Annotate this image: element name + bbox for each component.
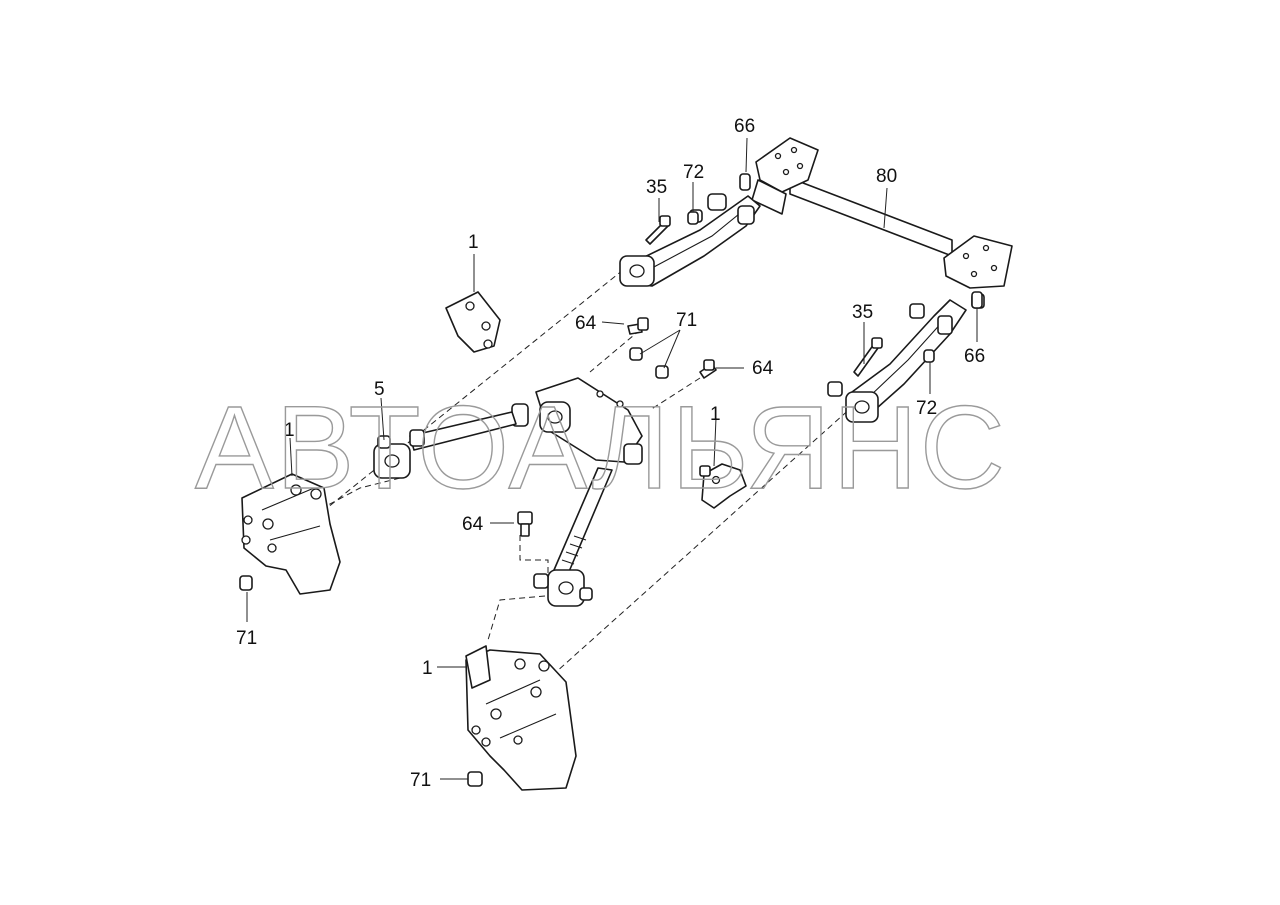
callout-66: 66 <box>964 346 985 367</box>
cross-beam <box>789 177 953 257</box>
v-rod-center-bracket <box>511 377 643 465</box>
callout-71: 71 <box>236 628 257 649</box>
bolts-35 <box>645 215 883 377</box>
upper-control-arm-left <box>619 193 761 287</box>
assembly-dashed-lines <box>299 269 863 691</box>
torque-rod-diagonal <box>533 467 613 607</box>
watermark-text: АВТОАЛЬЯНС <box>195 382 1007 514</box>
callout-72: 72 <box>683 162 704 183</box>
frame-bracket-lower <box>465 645 577 791</box>
mount-plate-front <box>943 235 1013 289</box>
upper-control-arm-right <box>827 293 985 423</box>
callout-35: 35 <box>646 177 667 198</box>
bracket-body <box>465 649 577 791</box>
callout-71: 71 <box>676 310 697 331</box>
callout-labels: 66 72 35 80 1 64 71 64 35 66 72 5 1 1 64… <box>236 116 985 791</box>
bracket-small-upper <box>445 291 501 353</box>
bracket-small-right <box>699 463 747 509</box>
callout-64: 64 <box>752 358 774 379</box>
callout-64: 64 <box>575 313 597 334</box>
callout-1: 1 <box>422 658 433 679</box>
callout-35: 35 <box>852 302 873 323</box>
cross-beam-assembly <box>751 137 1013 289</box>
bolt-64-lower <box>517 511 533 537</box>
callout-1: 1 <box>468 232 479 253</box>
torque-rod-left <box>373 411 517 479</box>
callout-72: 72 <box>916 398 937 419</box>
frame-bracket-left <box>239 473 341 595</box>
hardware-72-66 <box>687 173 983 363</box>
hardware-center <box>627 317 717 379</box>
callout-5: 5 <box>374 379 385 400</box>
leader-lines <box>246 137 978 780</box>
callout-1: 1 <box>284 420 295 441</box>
callout-66: 66 <box>734 116 755 137</box>
mount-plate-rear <box>755 137 819 193</box>
callout-71: 71 <box>410 770 431 791</box>
callout-80: 80 <box>876 166 897 187</box>
callout-64: 64 <box>462 514 484 535</box>
callout-1: 1 <box>710 404 721 425</box>
